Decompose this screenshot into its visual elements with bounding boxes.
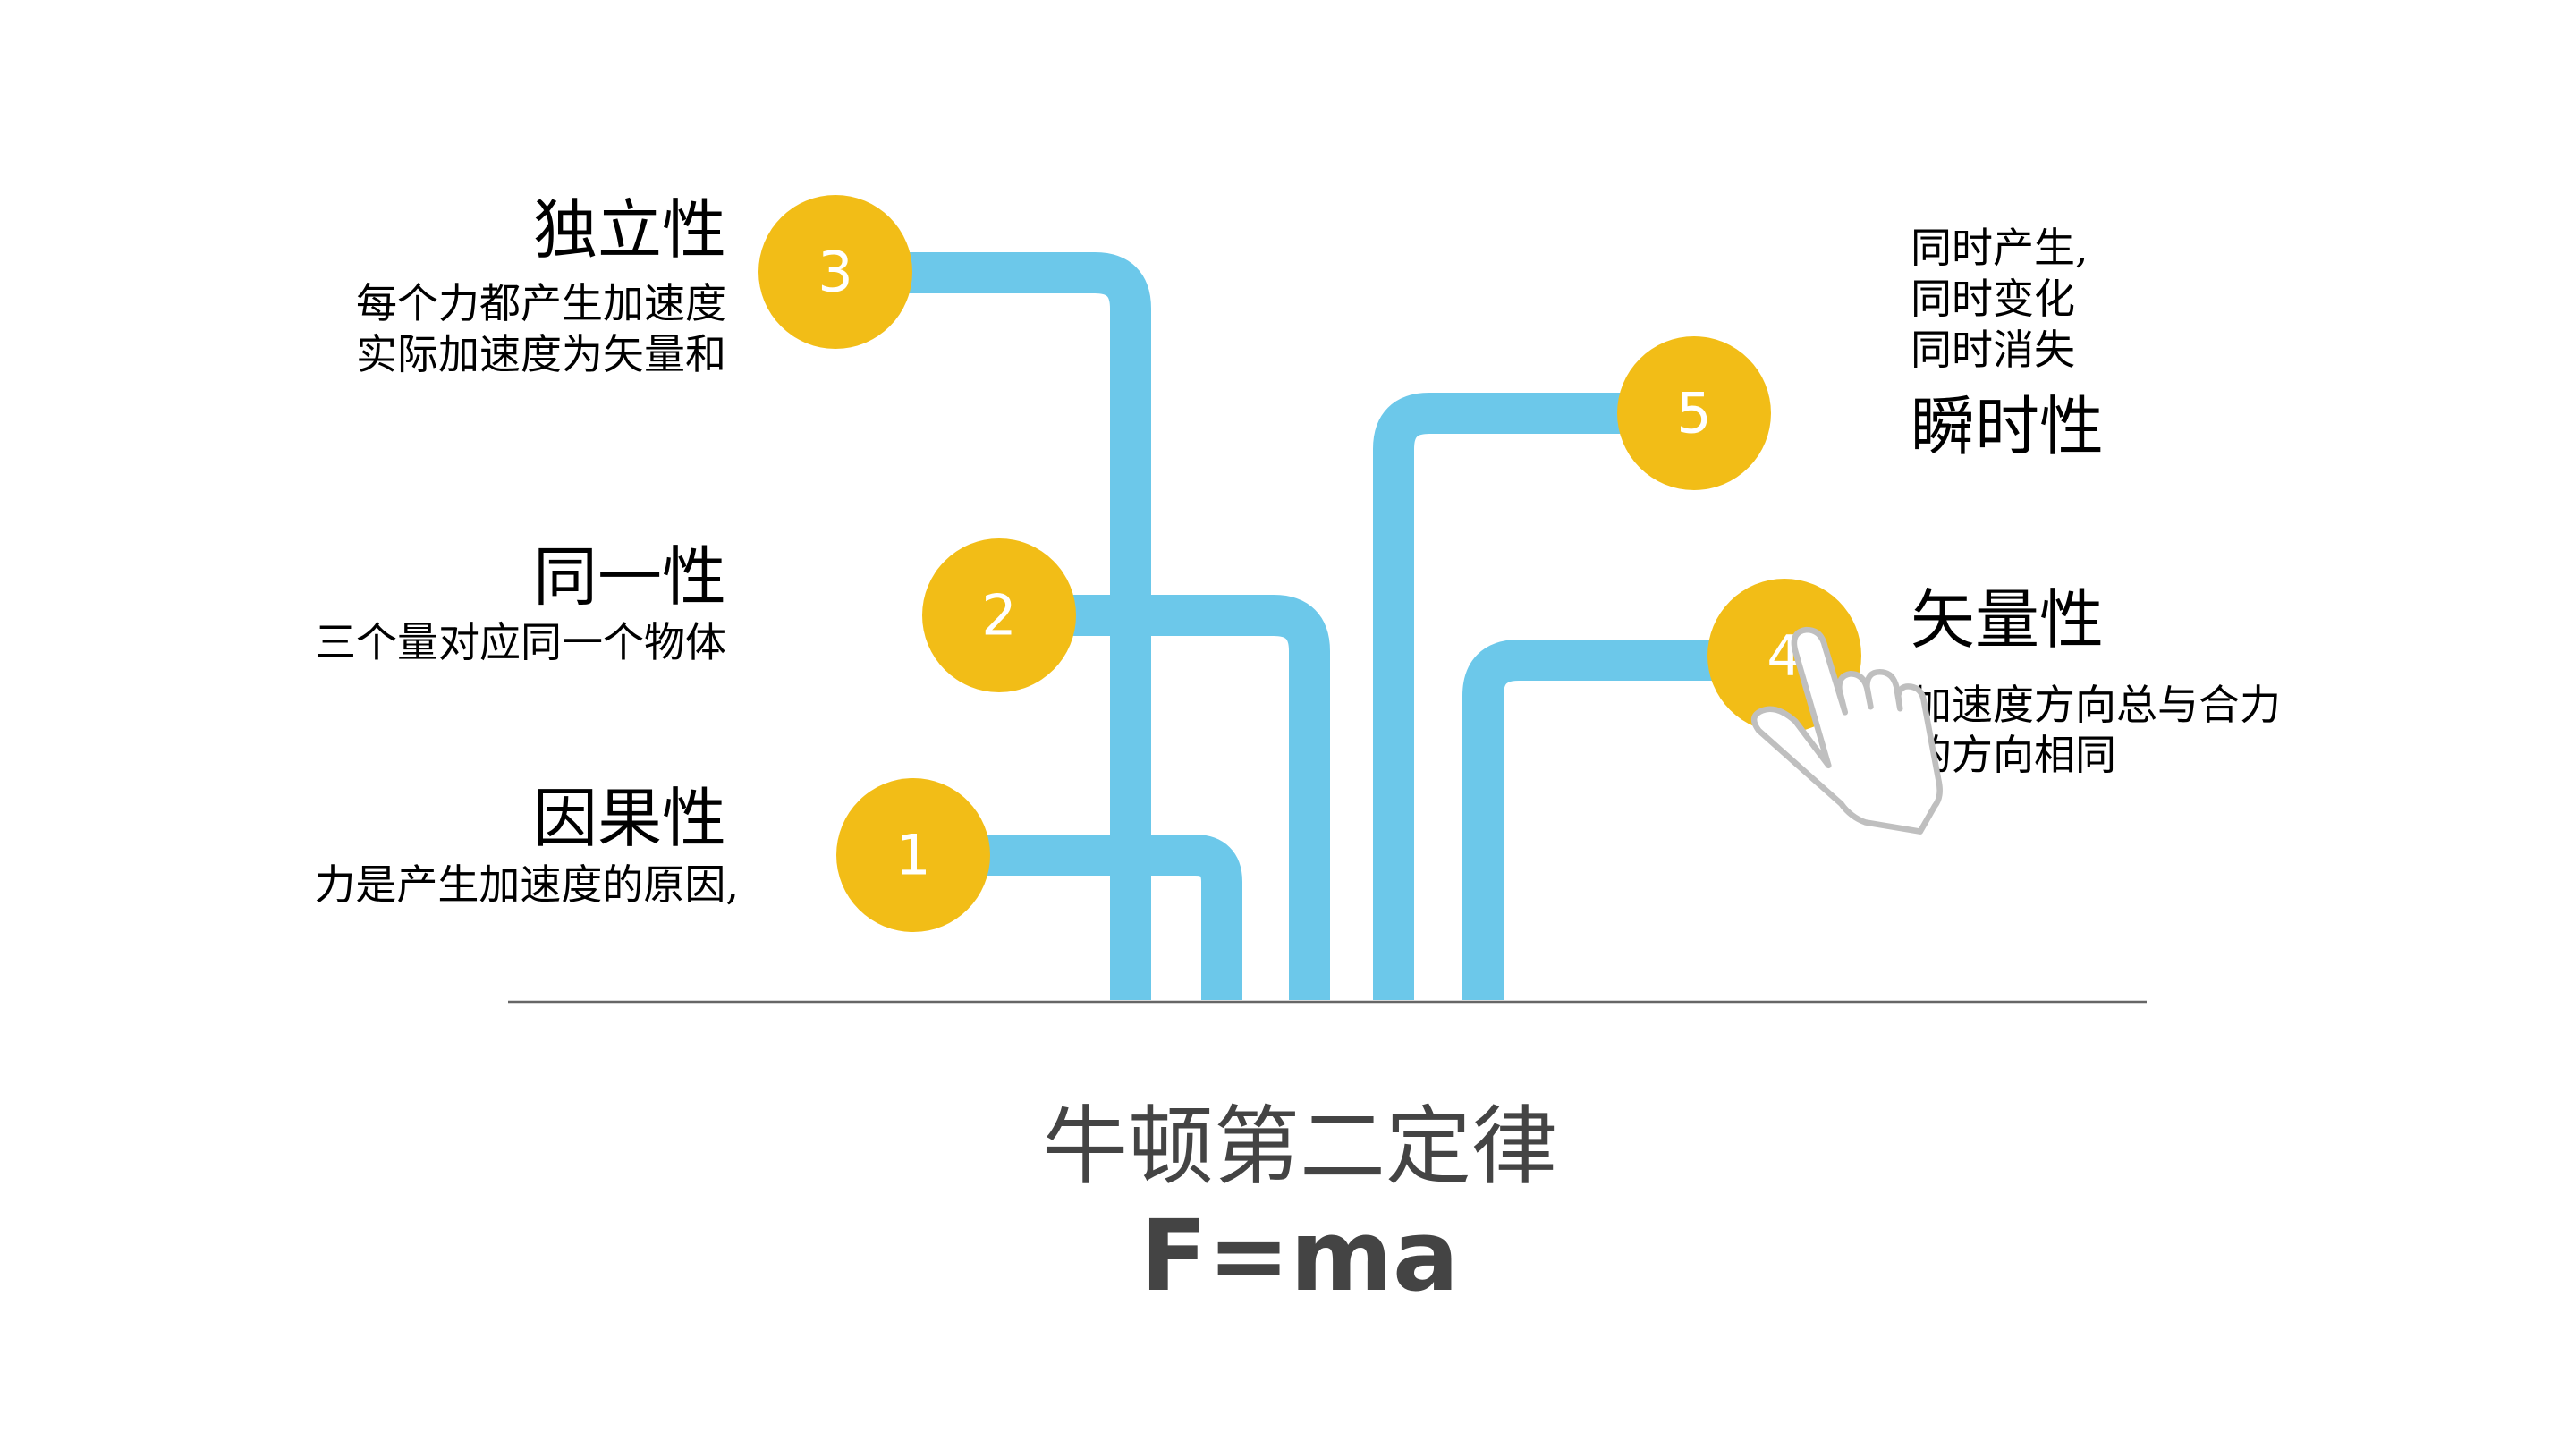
pipe-2: [1000, 595, 1330, 1000]
label-instantaneity-desc-1: 同时产生,: [1911, 224, 2089, 272]
label-causality-desc-1: 力是产生加速度的原因,: [314, 860, 739, 909]
circle-causality: 1: [836, 778, 990, 932]
label-independence-desc-1: 每个力都产生加速度: [356, 279, 726, 327]
circle-independence: 3: [758, 195, 912, 349]
label-instantaneity-desc-3: 同时消失: [1911, 326, 2075, 374]
label-instantaneity-title: 瞬时性: [1911, 389, 2104, 464]
label-causality-title: 因果性: [533, 781, 726, 856]
circle-number: 2: [981, 583, 1016, 648]
circle-number: 3: [818, 240, 852, 305]
circle-instantaneity: 5: [1617, 336, 1771, 490]
pipes: [841, 252, 1784, 1000]
label-independence-title: 独立性: [533, 192, 726, 267]
pipe-3: [841, 252, 1151, 1000]
circle-number: 1: [895, 823, 930, 888]
footer-title: 牛顿第二定律: [1042, 1097, 1557, 1197]
label-vector-title: 矢量性: [1911, 582, 2104, 657]
label-identity-title: 同一性: [533, 539, 726, 614]
footer-formula: F=ma: [1140, 1199, 1459, 1313]
pipe-1: [912, 835, 1242, 1000]
pointing-hand-icon: [1750, 626, 1943, 835]
circle-number: 5: [1676, 381, 1711, 446]
circle-identity: 2: [922, 538, 1076, 692]
pipe-5: [1373, 393, 1695, 1000]
label-identity-desc-1: 三个量对应同一个物体: [315, 618, 726, 666]
label-instantaneity-desc-2: 同时变化: [1911, 275, 2075, 323]
pipe-4: [1462, 640, 1784, 1000]
label-vector-desc-1: 加速度方向总与合力: [1911, 681, 2281, 729]
label-vector-desc-2: 的方向相同: [1911, 731, 2116, 779]
label-independence-desc-2: 实际加速度为矢量和: [356, 330, 726, 378]
